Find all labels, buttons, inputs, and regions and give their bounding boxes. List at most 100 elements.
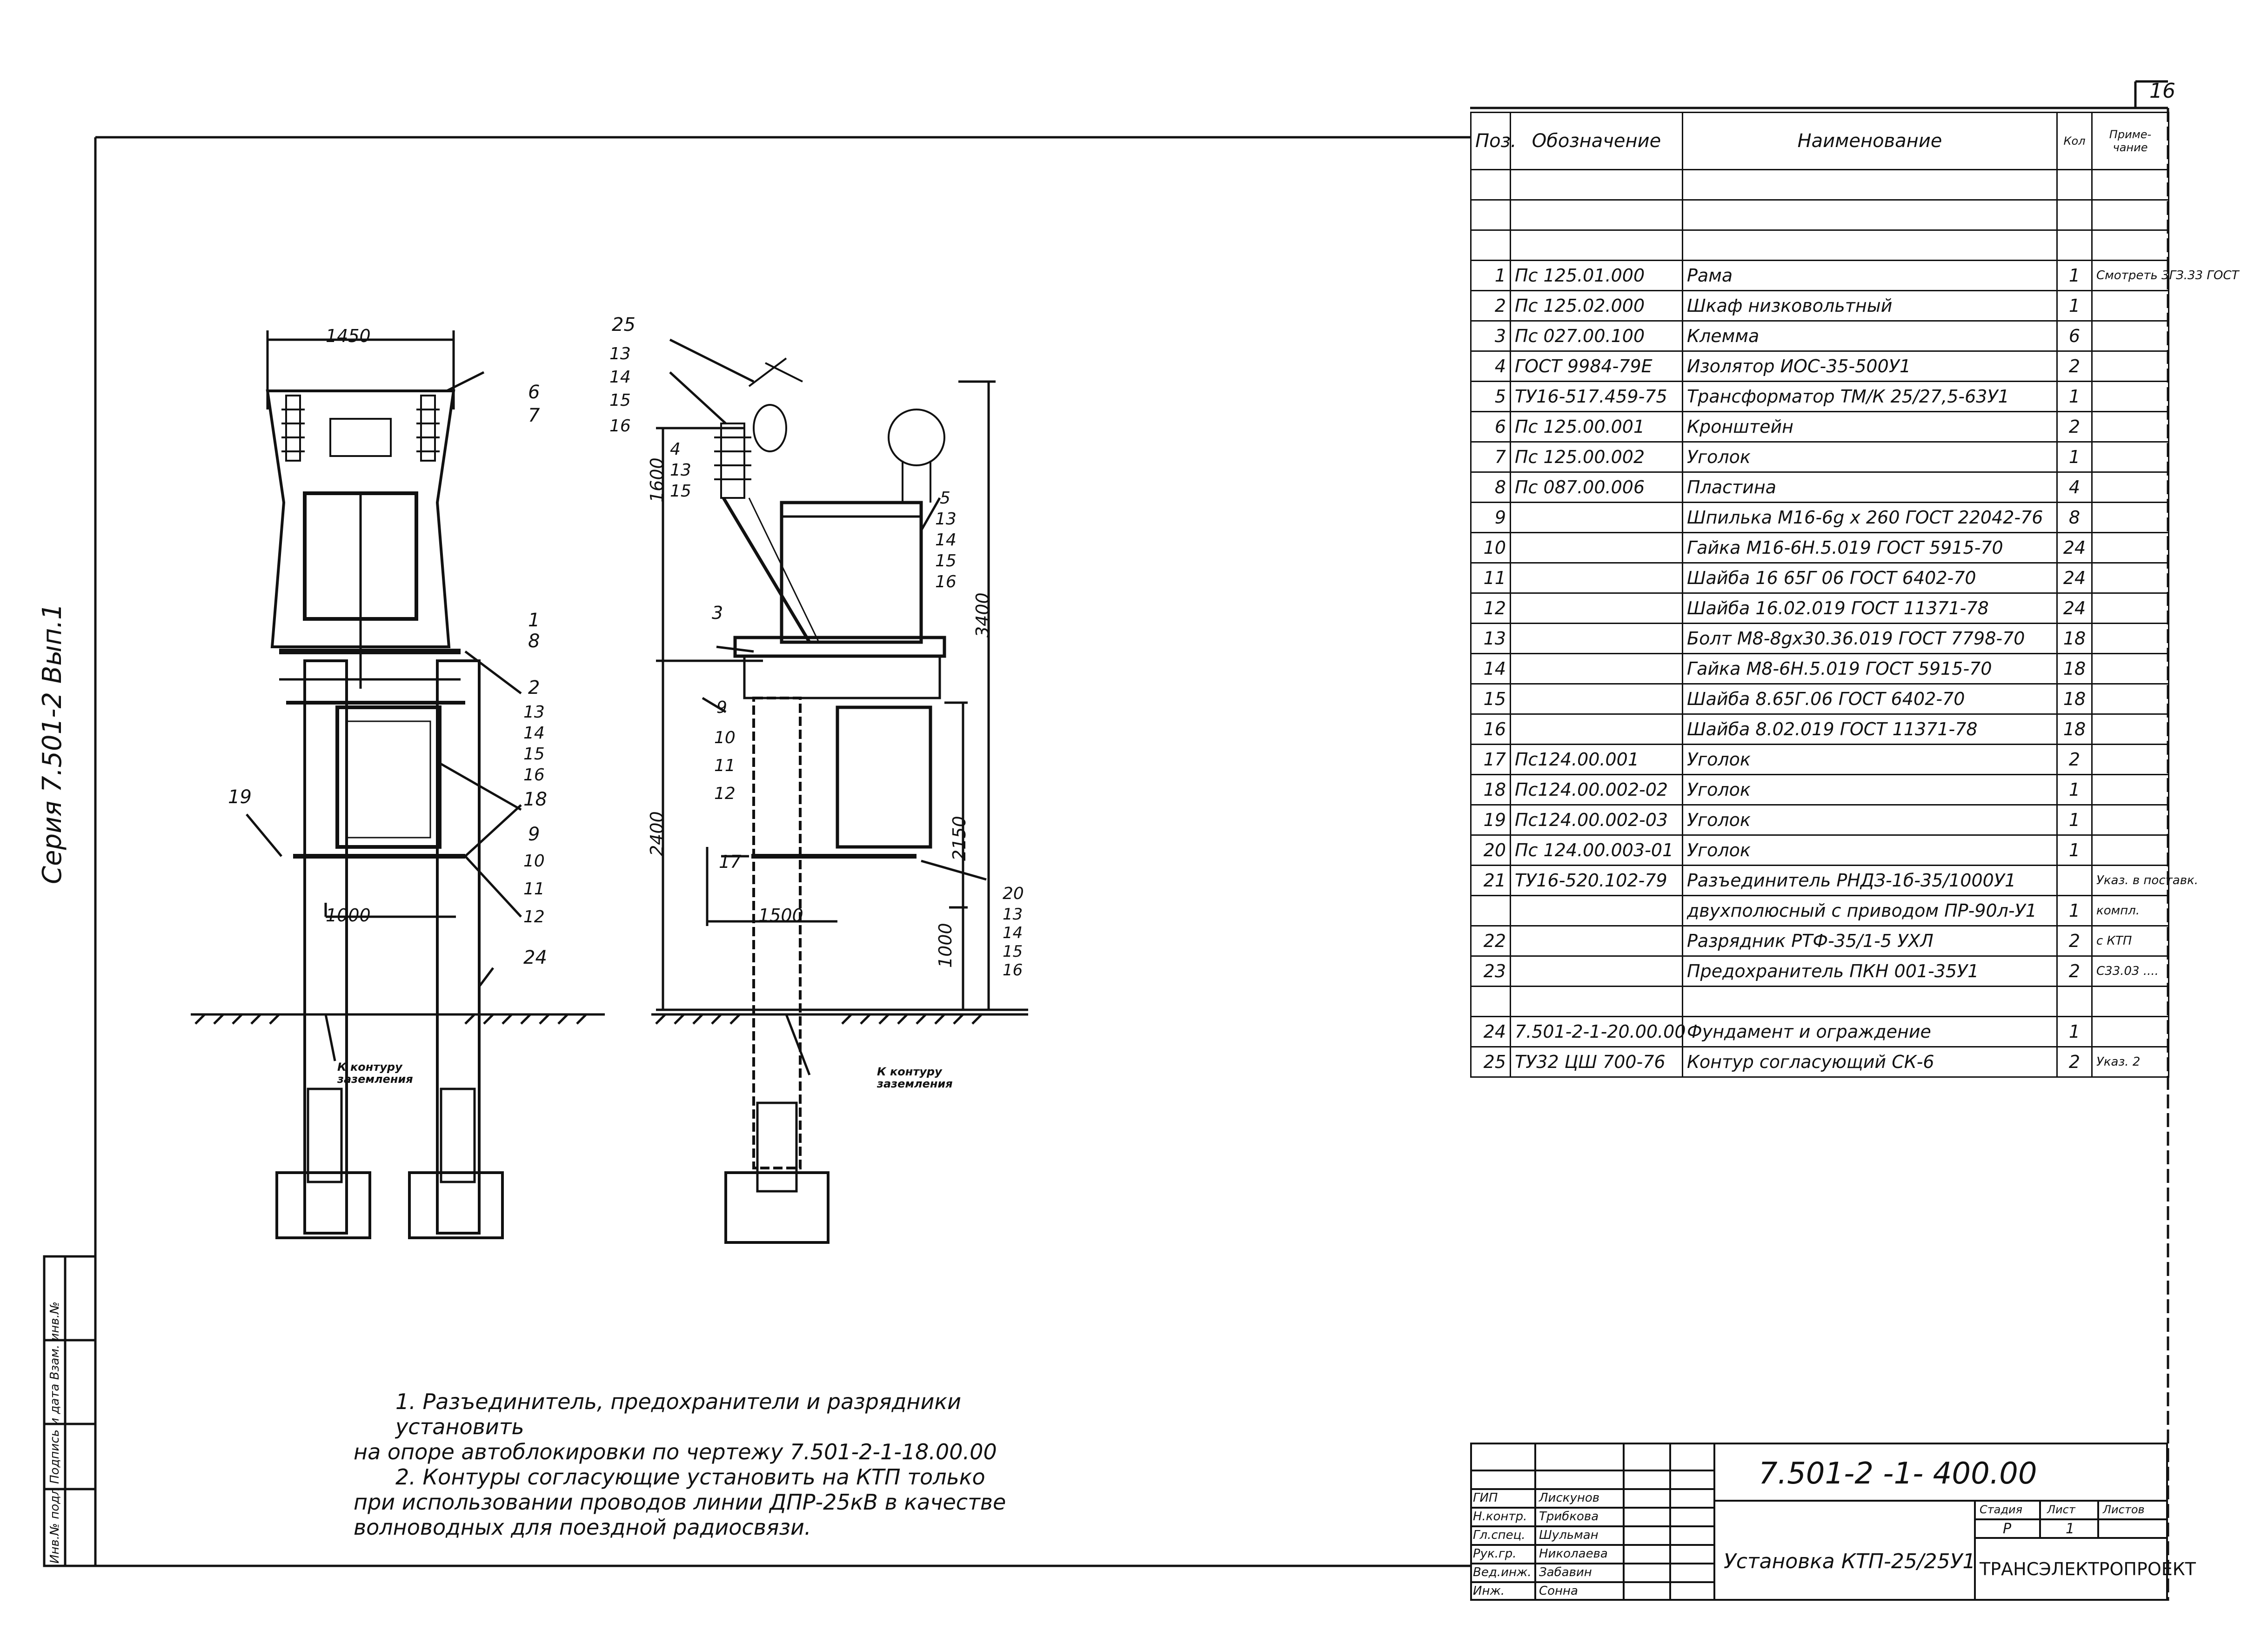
staff-role: Инж. — [1473, 1584, 1505, 1598]
spec-cell-qty: 4 — [2056, 471, 2093, 503]
spec-cell-qty: 24 — [2056, 562, 2093, 594]
spec-cell-pos: 7 — [1470, 441, 1511, 473]
staff-name: Забавин — [1539, 1565, 1592, 1579]
spec-row — [1470, 199, 2169, 231]
note-line: волноводных для поездной радиосвязи. — [354, 1515, 811, 1540]
spec-cell-designation — [1510, 683, 1683, 715]
spec-cell-designation — [1510, 623, 1683, 654]
spec-cell-pos: 19 — [1470, 804, 1511, 836]
spec-cell-pos: 11 — [1470, 562, 1511, 594]
dim-2400: 2400 — [647, 811, 667, 856]
spec-cell-note — [2091, 229, 2169, 261]
side-callout-16: 16 — [609, 416, 631, 436]
spec-cell-note — [2091, 562, 2169, 594]
dim-1000: 1000 — [935, 923, 956, 968]
spec-cell-name: Предохранитель ПКН 001-35У1 — [1682, 955, 2058, 987]
spec-cell-pos: 4 — [1470, 350, 1511, 382]
callout-12: 12 — [523, 907, 545, 926]
staff-name: Николаева — [1539, 1547, 1608, 1561]
spec-cell-note — [2091, 592, 2169, 624]
spec-cell-designation — [1510, 532, 1683, 564]
spec-cell-name: Фундамент и ограждение — [1682, 1016, 2058, 1047]
spec-cell-pos — [1470, 199, 1511, 231]
side-callout-3: 3 — [712, 603, 723, 623]
spec-cell-name: Разъединитель РНДЗ-1б-35/1000У1 — [1682, 865, 2058, 896]
staff-row: Рук.гр.Николаева — [1470, 1545, 1624, 1564]
spec-cell-name: Рама — [1682, 260, 2058, 291]
spec-cell-pos: 16 — [1470, 713, 1511, 745]
spec-row — [1470, 229, 2169, 261]
callout-13: 13 — [523, 703, 545, 722]
spec-cell-pos: 21 — [1470, 865, 1511, 896]
spec-cell-pos: 1 — [1470, 260, 1511, 291]
spec-cell-pos: 12 — [1470, 592, 1511, 624]
spec-cell-qty: 24 — [2056, 532, 2093, 564]
spec-cell-designation — [1510, 502, 1683, 533]
spec-cell-note — [2091, 804, 2169, 836]
staff-name: Шульман — [1539, 1528, 1599, 1542]
spec-cell-pos: 3 — [1470, 320, 1511, 352]
notes-block: 1. Разъединитель, предохранители и разря… — [354, 1389, 1051, 1540]
spec-cell-qty: 1 — [2056, 441, 2093, 473]
header-pos: Поз. — [1470, 112, 1517, 170]
spec-cell-note: компл. — [2091, 895, 2169, 926]
spec-cell-designation — [1510, 925, 1683, 957]
callout-7: 7 — [528, 405, 540, 426]
spec-cell-name: Уголок — [1682, 774, 2058, 806]
spec-cell-name — [1682, 169, 2058, 201]
staff-name: Сонна — [1539, 1584, 1578, 1598]
title-block-grid — [1470, 1443, 2168, 1601]
spec-cell-note — [2091, 744, 2169, 775]
spec-cell-name: Шайба 8.65Г.06 ГОСТ 6402-70 — [1682, 683, 2058, 715]
side-callout-17: 17 — [719, 852, 742, 872]
spec-cell-designation: ТУ32 ЦШ 700-76 — [1510, 1046, 1683, 1078]
spec-cell-note — [2091, 713, 2169, 745]
spec-cell-designation — [1510, 955, 1683, 987]
spec-cell-name: Уголок — [1682, 744, 2058, 775]
spec-cell-note — [2091, 532, 2169, 564]
sheets-label: Листов — [2103, 1503, 2145, 1516]
margin-stamp-labels: Инв.№ подл Подпись и дата Взам. инв.№ — [48, 1302, 62, 1564]
spec-cell-pos: 6 — [1470, 411, 1511, 443]
spec-cell-name: Уголок — [1682, 804, 2058, 836]
spec-cell-pos: 2 — [1470, 290, 1511, 322]
spec-cell-qty: 2 — [2056, 744, 2093, 775]
spec-cell-qty: 18 — [2056, 653, 2093, 685]
dim-3400: 3400 — [972, 592, 993, 638]
callout-15: 15 — [523, 745, 545, 764]
spec-cell-designation: ГОСТ 9984-79Е — [1510, 350, 1683, 382]
side-callout-14d: 14 — [1003, 924, 1023, 942]
side-view-drawing — [651, 338, 1028, 1244]
spec-cell-note — [2091, 441, 2169, 473]
spec-cell-pos — [1470, 895, 1511, 926]
spec-cell-designation — [1510, 592, 1683, 624]
spec-cell-name: Клемма — [1682, 320, 2058, 352]
spec-cell-name: Уголок — [1682, 834, 2058, 866]
spec-cell-qty: 18 — [2056, 623, 2093, 654]
spec-cell-designation: Пс 087.00.006 — [1510, 471, 1683, 503]
side-callout-4: 4 — [670, 440, 681, 459]
staff-role: Вед.инж. — [1473, 1565, 1532, 1579]
spec-cell-name: Шкаф низковольтный — [1682, 290, 2058, 322]
header-qty: Кол — [2056, 112, 2093, 170]
staff-row: Инж. Сонна — [1470, 1582, 1624, 1601]
spec-cell-name — [1682, 986, 2058, 1017]
ground-label-front: К контуру заземления — [337, 1061, 413, 1086]
spec-cell-note — [2091, 774, 2169, 806]
spec-cell-name: Уголок — [1682, 441, 2058, 473]
spec-cell-qty: 2 — [2056, 411, 2093, 443]
spec-cell-designation — [1510, 653, 1683, 685]
spec-cell-name: Шайба 16 65Г 06 ГОСТ 6402-70 — [1682, 562, 2058, 594]
